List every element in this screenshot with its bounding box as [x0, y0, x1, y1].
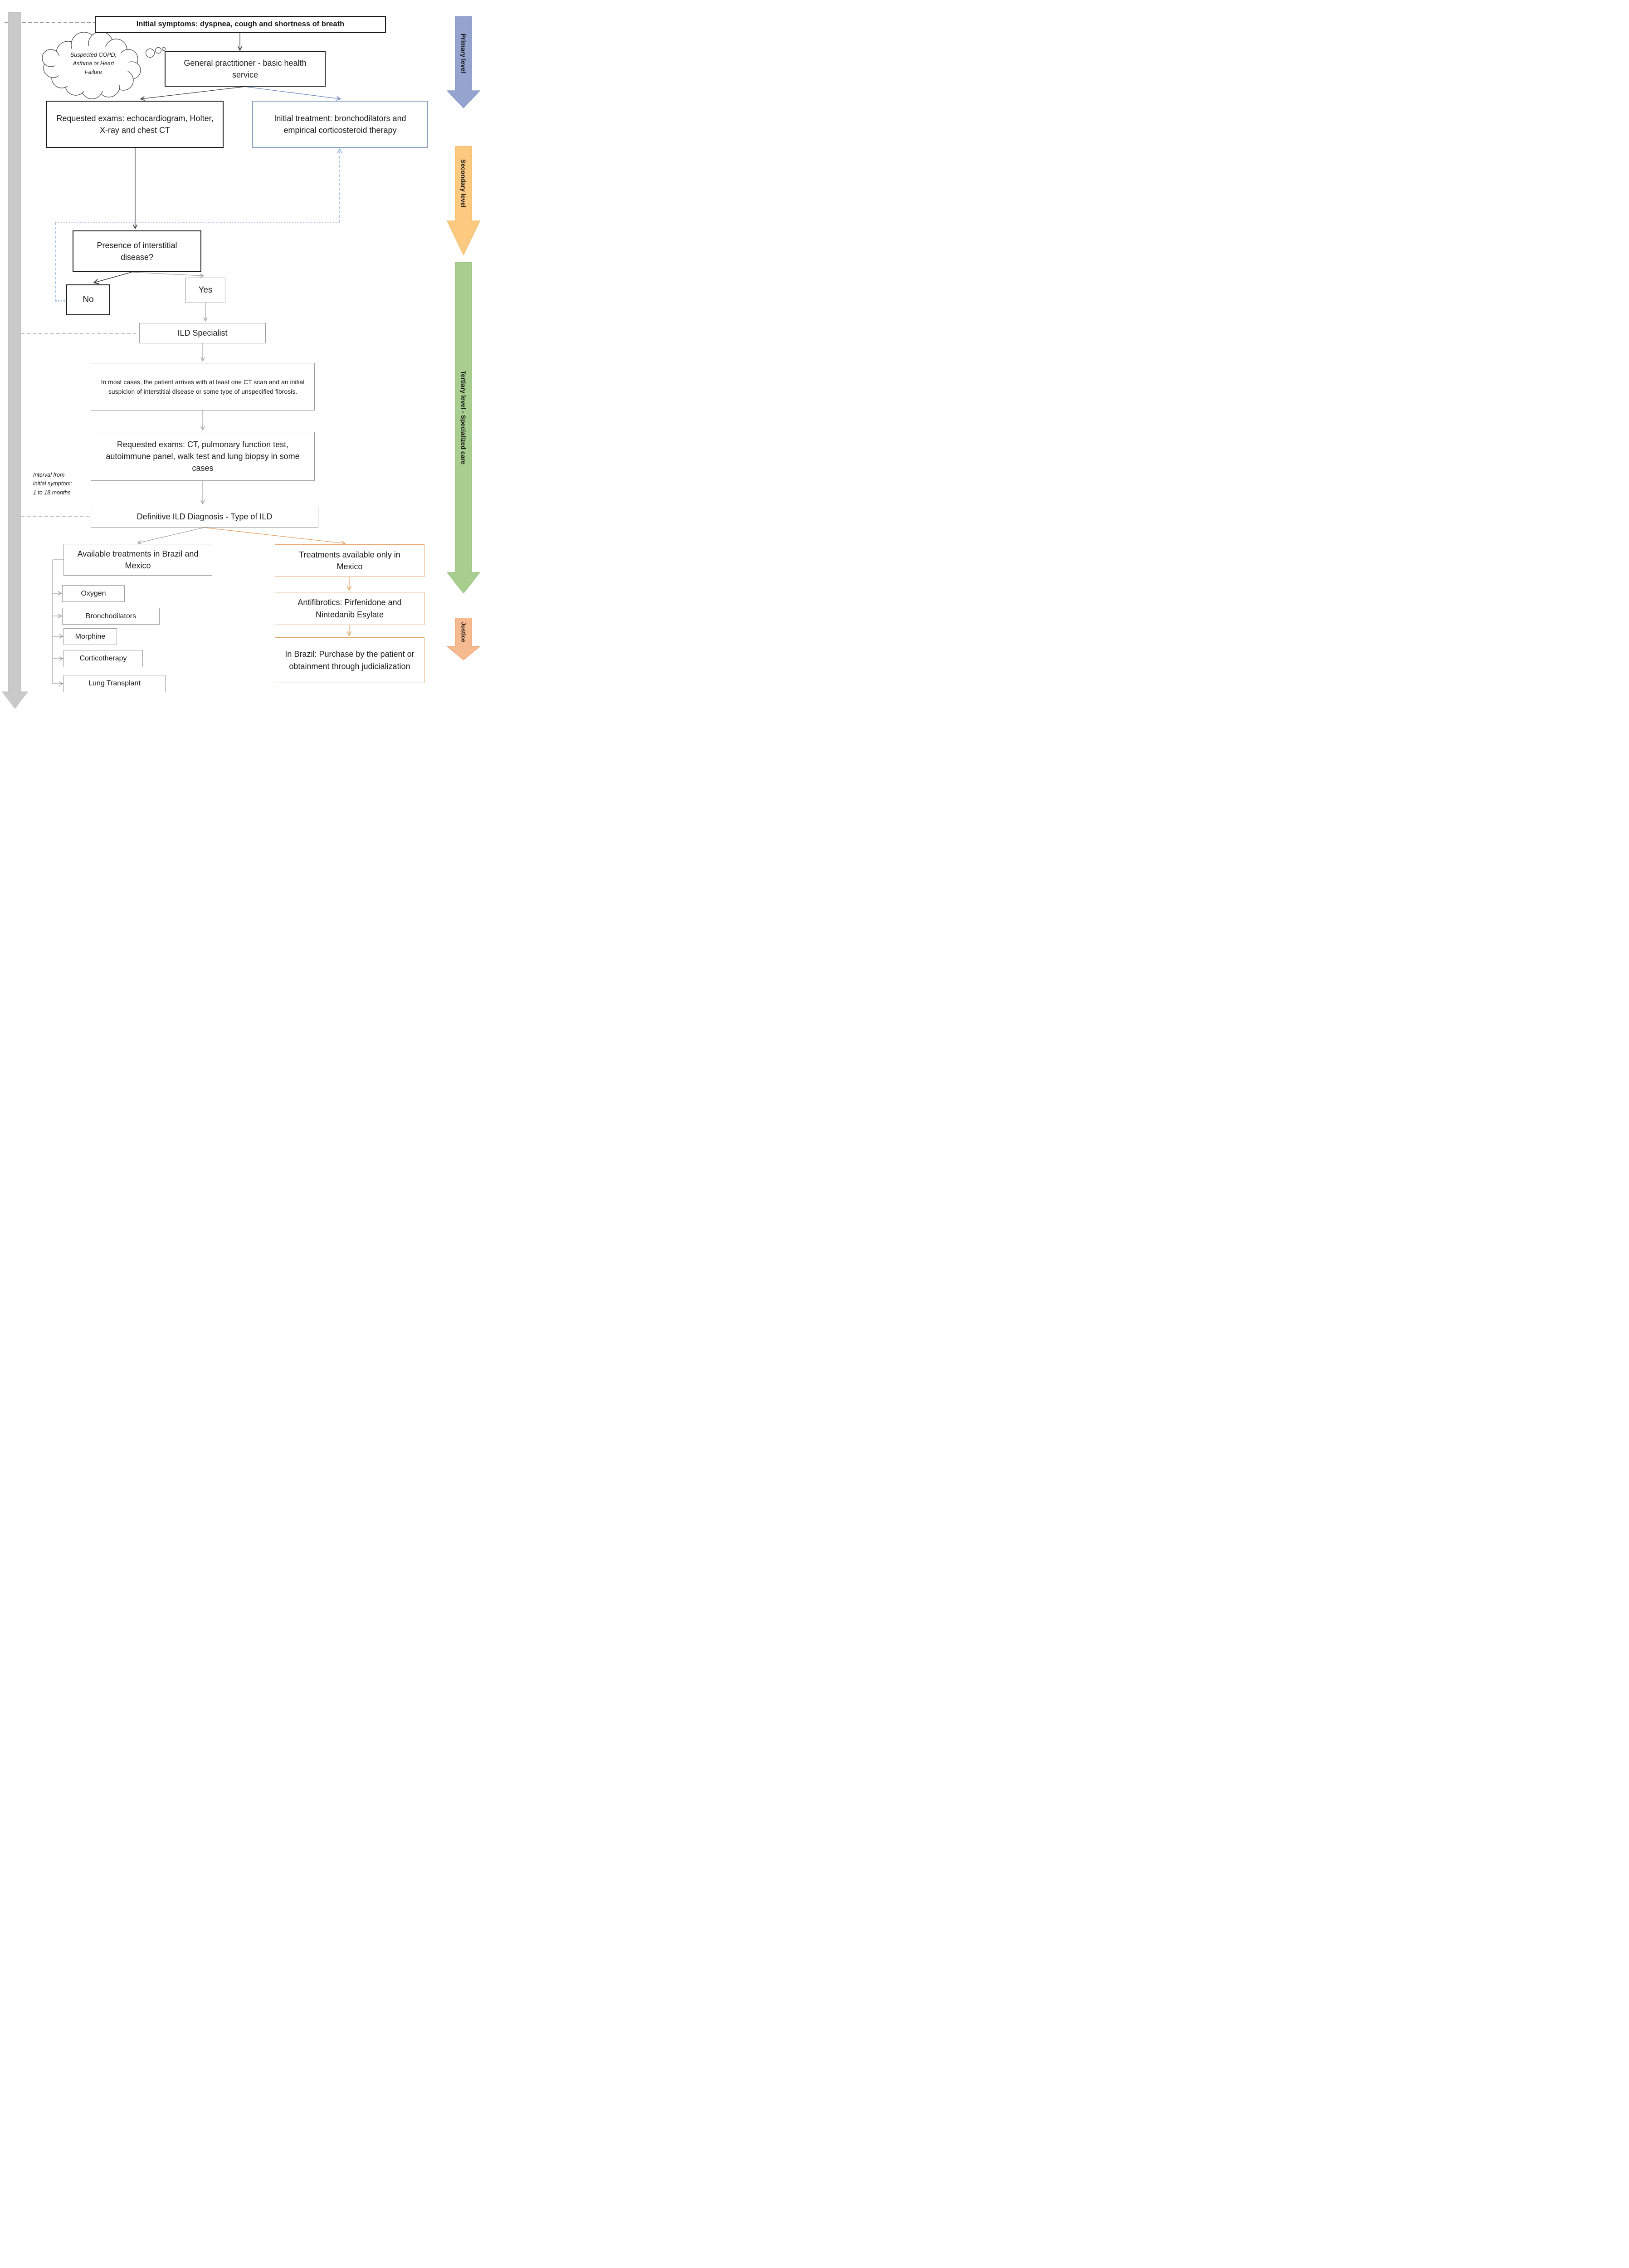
arrow-gp-to-treatment — [244, 86, 341, 101]
requested-exams-tertiary-box: Requested exams: CT, pulmonary function … — [91, 432, 315, 481]
arrow-gp-to-exams — [140, 86, 245, 101]
secondary-level-label: Secondary level — [460, 159, 467, 208]
initial-treatment-text: Initial treatment: bronchodilators and e… — [274, 113, 406, 135]
requested-exams-primary-box: Requested exams: echocardiogram, Holter,… — [46, 101, 224, 148]
requested-exams-primary-text: Requested exams: echocardiogram, Holter,… — [56, 113, 214, 135]
patient-arrival-text: In most cases, the patient arrives with … — [101, 378, 305, 395]
treatments-mexico-only-text: Treatments available only in Mexico — [299, 550, 400, 571]
treatment-bronchodilators-text: Bronchodilators — [85, 612, 137, 620]
answer-yes-box: Yes — [185, 278, 225, 303]
answer-yes-text: Yes — [198, 285, 213, 295]
tertiary-level-label: Tertiary level - Specialized care — [460, 370, 467, 464]
initial-symptoms-box: Initial symptoms: dyspnea, cough and sho… — [95, 16, 386, 33]
brazil-purchase-box: In Brazil: Purchase by the patient or ob… — [275, 637, 424, 683]
definitive-diagnosis-box: Definitive ILD Diagnosis - Type of ILD — [91, 506, 318, 528]
answer-no-text: No — [83, 295, 94, 305]
answer-no-box: No — [66, 284, 110, 315]
treatment-morphine-box: Morphine — [63, 628, 117, 645]
interval-note: Interval from initial symptom: 1 to 18 m… — [33, 472, 73, 496]
general-practitioner-box: General practitioner - basic health serv… — [165, 51, 326, 87]
treatment-oxygen-text: Oxygen — [81, 589, 106, 597]
treatment-bronchodilators-box: Bronchodilators — [62, 608, 160, 625]
initial-treatment-box: Initial treatment: bronchodilators and e… — [252, 101, 428, 148]
treatment-corticotherapy-box: Corticotherapy — [63, 650, 143, 667]
ild-specialist-box: ILD Specialist — [139, 323, 266, 343]
arrow-presence-to-no — [93, 272, 132, 284]
arrow-diagnosis-to-brazil-mexico — [137, 527, 205, 545]
requested-exams-tertiary-text: Requested exams: CT, pulmonary function … — [106, 440, 300, 473]
treatment-corticotherapy-text: Corticotherapy — [79, 655, 127, 663]
brazil-purchase-text: In Brazil: Purchase by the patient or ob… — [285, 650, 415, 671]
ild-specialist-text: ILD Specialist — [177, 328, 228, 338]
ild-care-pathway-diagram: Primary level Secondary level Tertiary l… — [0, 0, 482, 717]
treatment-lung-transplant-box: Lung Transplant — [63, 675, 166, 692]
definitive-diagnosis-text: Definitive ILD Diagnosis - Type of ILD — [137, 512, 273, 521]
justice-label: Justice — [460, 622, 467, 642]
treatment-oxygen-box: Oxygen — [62, 585, 125, 602]
presence-question-box: Presence of interstitial disease? — [73, 230, 201, 272]
antifibrotics-box: Antifibrotics: Pirfenidone and Nintedani… — [275, 592, 424, 625]
timeline-arrow — [2, 12, 28, 709]
treatments-brazil-mexico-box: Available treatments in Brazil and Mexic… — [63, 544, 212, 576]
general-practitioner-text: General practitioner - basic health serv… — [184, 58, 307, 79]
treatment-lung-transplant-text: Lung Transplant — [88, 679, 141, 688]
presence-question-text: Presence of interstitial disease? — [97, 240, 177, 262]
arrow-diagnosis-to-mexico — [204, 527, 346, 546]
arrow-presence-to-yes — [131, 272, 205, 278]
treatments-brazil-mexico-text: Available treatments in Brazil and Mexic… — [77, 549, 199, 570]
treatments-mexico-only-box: Treatments available only in Mexico — [275, 544, 424, 577]
patient-arrival-box: In most cases, the patient arrives with … — [91, 363, 315, 411]
thought-cloud-text: Suspected COPD, Asthma or Heart Failure — [70, 52, 117, 75]
initial-symptoms-text: Initial symptoms: dyspnea, cough and sho… — [136, 20, 345, 29]
primary-level-label: Primary level — [460, 34, 467, 73]
antifibrotics-text: Antifibrotics: Pirfenidone and Nintedani… — [298, 598, 402, 619]
treatment-morphine-text: Morphine — [75, 632, 106, 640]
